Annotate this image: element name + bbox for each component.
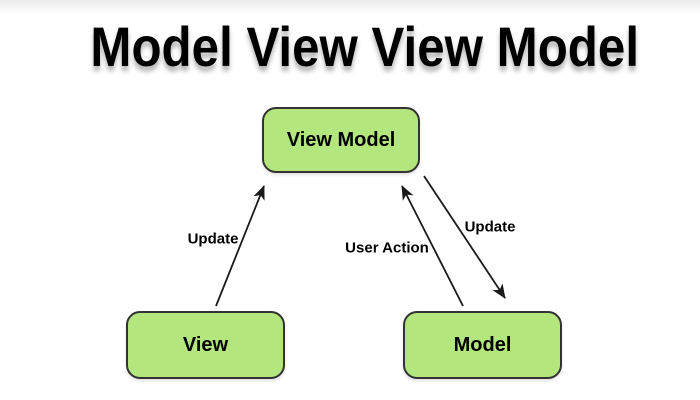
page-title: Model View View Model <box>0 19 700 75</box>
page-title-text: Model View View Model <box>90 15 640 78</box>
node-view: View <box>126 311 285 379</box>
node-view-model-label: View Model <box>286 128 396 151</box>
node-view-model: View Model <box>262 107 420 173</box>
top-edge-shading <box>0 0 700 14</box>
arrow-viewmodel-to-model <box>423 175 506 299</box>
edge-label-user-action: User Action <box>345 239 429 257</box>
edge-label-update-view-to-viewmodel: Update <box>187 230 239 248</box>
edge-label-update-viewmodel-to-model: Update <box>464 218 516 236</box>
node-view-label: View <box>182 333 229 356</box>
node-model: Model <box>403 311 562 379</box>
node-model-label: Model <box>453 333 512 356</box>
